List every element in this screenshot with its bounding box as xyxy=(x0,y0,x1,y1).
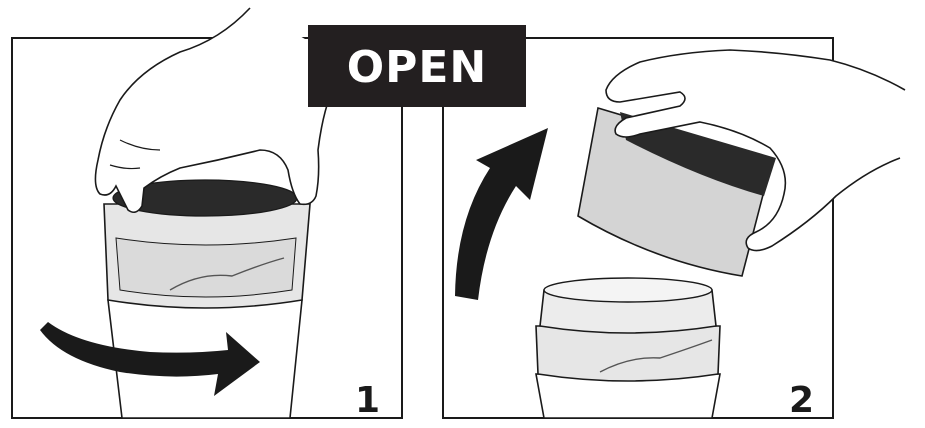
banner-label: OPEN xyxy=(347,42,488,93)
lid-seal-edge-2 xyxy=(620,112,776,196)
finger-line-1b xyxy=(109,164,141,170)
open-banner: OPEN xyxy=(308,25,526,107)
hand-1 xyxy=(94,7,361,214)
rotate-arrow-1 xyxy=(40,322,260,396)
hand-2 xyxy=(605,49,906,252)
cup-collar-2 xyxy=(535,325,721,382)
squiggle-mark-1 xyxy=(169,257,285,291)
lid-inner-band-1 xyxy=(115,237,297,298)
banner-background xyxy=(308,25,526,107)
step-number-2: 2 xyxy=(789,380,814,421)
step-number-1: 1 xyxy=(355,380,380,421)
finger-line-1a xyxy=(119,139,161,151)
cup-opening-2 xyxy=(543,277,713,303)
lift-arrow-2 xyxy=(455,128,548,300)
squiggle-mark-2 xyxy=(599,339,713,373)
